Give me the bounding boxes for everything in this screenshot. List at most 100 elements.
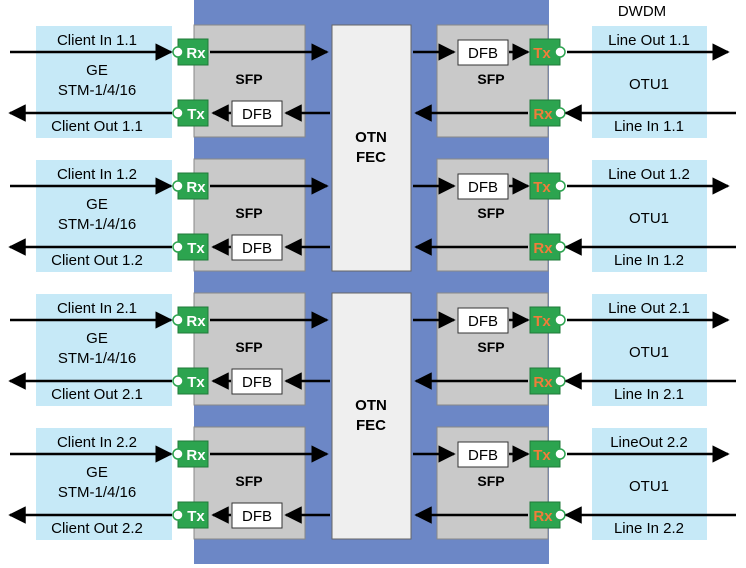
line-panel: [592, 160, 707, 272]
sfp-label: SFP: [477, 339, 504, 355]
tx-port: Tx: [172, 367, 209, 395]
client-out-label: Client Out 1.1: [51, 118, 143, 135]
line-in-label: Line In 2.2: [614, 520, 684, 537]
client-panel: [36, 26, 172, 138]
dfb-box: DFB: [457, 39, 509, 66]
line-out-label: Line Out 2.1: [608, 300, 690, 317]
client-out-label: Client Out 2.1: [51, 386, 143, 403]
svg-text:Rx: Rx: [186, 313, 206, 330]
line-in-label: Line In 2.1: [614, 386, 684, 403]
client-out-label: Client Out 1.2: [51, 252, 143, 269]
sfp-label: SFP: [235, 71, 262, 87]
otu-label: OTU1: [629, 478, 669, 495]
svg-text:Rx: Rx: [186, 179, 206, 196]
line-out-label: LineOut 2.2: [610, 434, 688, 451]
line-tx-port: Tx: [529, 440, 566, 468]
line-rx-port: Rx: [529, 501, 566, 529]
sfp-label: SFP: [477, 205, 504, 221]
dfb-box: DFB: [231, 100, 283, 127]
sfp-label: SFP: [477, 71, 504, 87]
otn-fec-block-1: OTN FEC: [331, 24, 412, 272]
dfb-box: DFB: [457, 441, 509, 468]
otu-label: OTU1: [629, 210, 669, 227]
ge-label: GE: [86, 196, 108, 213]
line-tx-port: Tx: [529, 172, 566, 200]
stm-label: STM-1/4/16: [58, 350, 136, 367]
otn-fec-block-2: OTN FEC: [331, 292, 412, 540]
svg-text:Tx: Tx: [187, 374, 205, 391]
ge-label: GE: [86, 464, 108, 481]
line-rx-port: Rx: [529, 99, 566, 127]
client-in-label: Client In 2.2: [57, 434, 137, 451]
channel-4: Client In 2.2 GE STM-1/4/16 Client Out 2…: [8, 426, 736, 540]
line-in-label: Line In 1.2: [614, 252, 684, 269]
channel-1: Client In 1.1 GE STM-1/4/16 Client Out 1…: [8, 24, 736, 138]
dfb-box: DFB: [231, 502, 283, 529]
svg-text:DFB: DFB: [242, 240, 272, 257]
stm-label: STM-1/4/16: [58, 484, 136, 501]
svg-text:Tx: Tx: [533, 313, 551, 330]
svg-text:Tx: Tx: [187, 240, 205, 257]
rx-port: Rx: [172, 440, 209, 468]
line-rx-port: Rx: [529, 367, 566, 395]
rx-port: Rx: [172, 306, 209, 334]
svg-text:DFB: DFB: [242, 508, 272, 525]
stm-label: STM-1/4/16: [58, 216, 136, 233]
svg-text:DFB: DFB: [242, 374, 272, 391]
rx-port: Rx: [172, 172, 209, 200]
sfp-label: SFP: [235, 339, 262, 355]
dwdm-label: DWDM: [618, 3, 666, 20]
line-panel: [592, 26, 707, 138]
client-panel: [36, 428, 172, 540]
client-panel: [36, 294, 172, 406]
fec-label: FEC: [356, 417, 386, 434]
tx-port: Tx: [172, 99, 209, 127]
dfb-box: DFB: [231, 234, 283, 261]
line-panel: [592, 428, 707, 540]
sfp-label: SFP: [477, 473, 504, 489]
line-out-label: Line Out 1.1: [608, 32, 690, 49]
client-in-label: Client In 1.1: [57, 32, 137, 49]
dfb-box: DFB: [457, 173, 509, 200]
line-tx-port: Tx: [529, 38, 566, 66]
otn-label: OTN: [355, 397, 387, 414]
svg-text:DFB: DFB: [468, 447, 498, 464]
otu-label: OTU1: [629, 344, 669, 361]
svg-text:Tx: Tx: [533, 447, 551, 464]
svg-text:DFB: DFB: [468, 179, 498, 196]
stm-label: STM-1/4/16: [58, 82, 136, 99]
client-out-label: Client Out 2.2: [51, 520, 143, 537]
line-rx-port: Rx: [529, 233, 566, 261]
tx-port: Tx: [172, 233, 209, 261]
svg-text:DFB: DFB: [468, 45, 498, 62]
line-panel: [592, 294, 707, 406]
svg-text:Rx: Rx: [533, 374, 553, 391]
ge-label: GE: [86, 62, 108, 79]
line-tx-port: Tx: [529, 306, 566, 334]
svg-text:Tx: Tx: [187, 106, 205, 123]
dfb-box: DFB: [231, 368, 283, 395]
client-in-label: Client In 2.1: [57, 300, 137, 317]
svg-text:Tx: Tx: [187, 508, 205, 525]
channel-2: Client In 1.2 GE STM-1/4/16 Client Out 1…: [8, 158, 736, 272]
svg-text:DFB: DFB: [242, 106, 272, 123]
sfp-label: SFP: [235, 205, 262, 221]
svg-text:DFB: DFB: [468, 313, 498, 330]
rx-port: Rx: [172, 38, 209, 66]
sfp-label: SFP: [235, 473, 262, 489]
fec-label: FEC: [356, 149, 386, 166]
client-in-label: Client In 1.2: [57, 166, 137, 183]
svg-text:Rx: Rx: [533, 240, 553, 257]
svg-text:Rx: Rx: [533, 106, 553, 123]
ge-label: GE: [86, 330, 108, 347]
svg-text:Tx: Tx: [533, 45, 551, 62]
client-panel: [36, 160, 172, 272]
otn-label: OTN: [355, 129, 387, 146]
svg-text:Tx: Tx: [533, 179, 551, 196]
tx-port: Tx: [172, 501, 209, 529]
svg-text:Rx: Rx: [186, 45, 206, 62]
line-in-label: Line In 1.1: [614, 118, 684, 135]
channel-3: Client In 2.1 GE STM-1/4/16 Client Out 2…: [8, 292, 736, 406]
